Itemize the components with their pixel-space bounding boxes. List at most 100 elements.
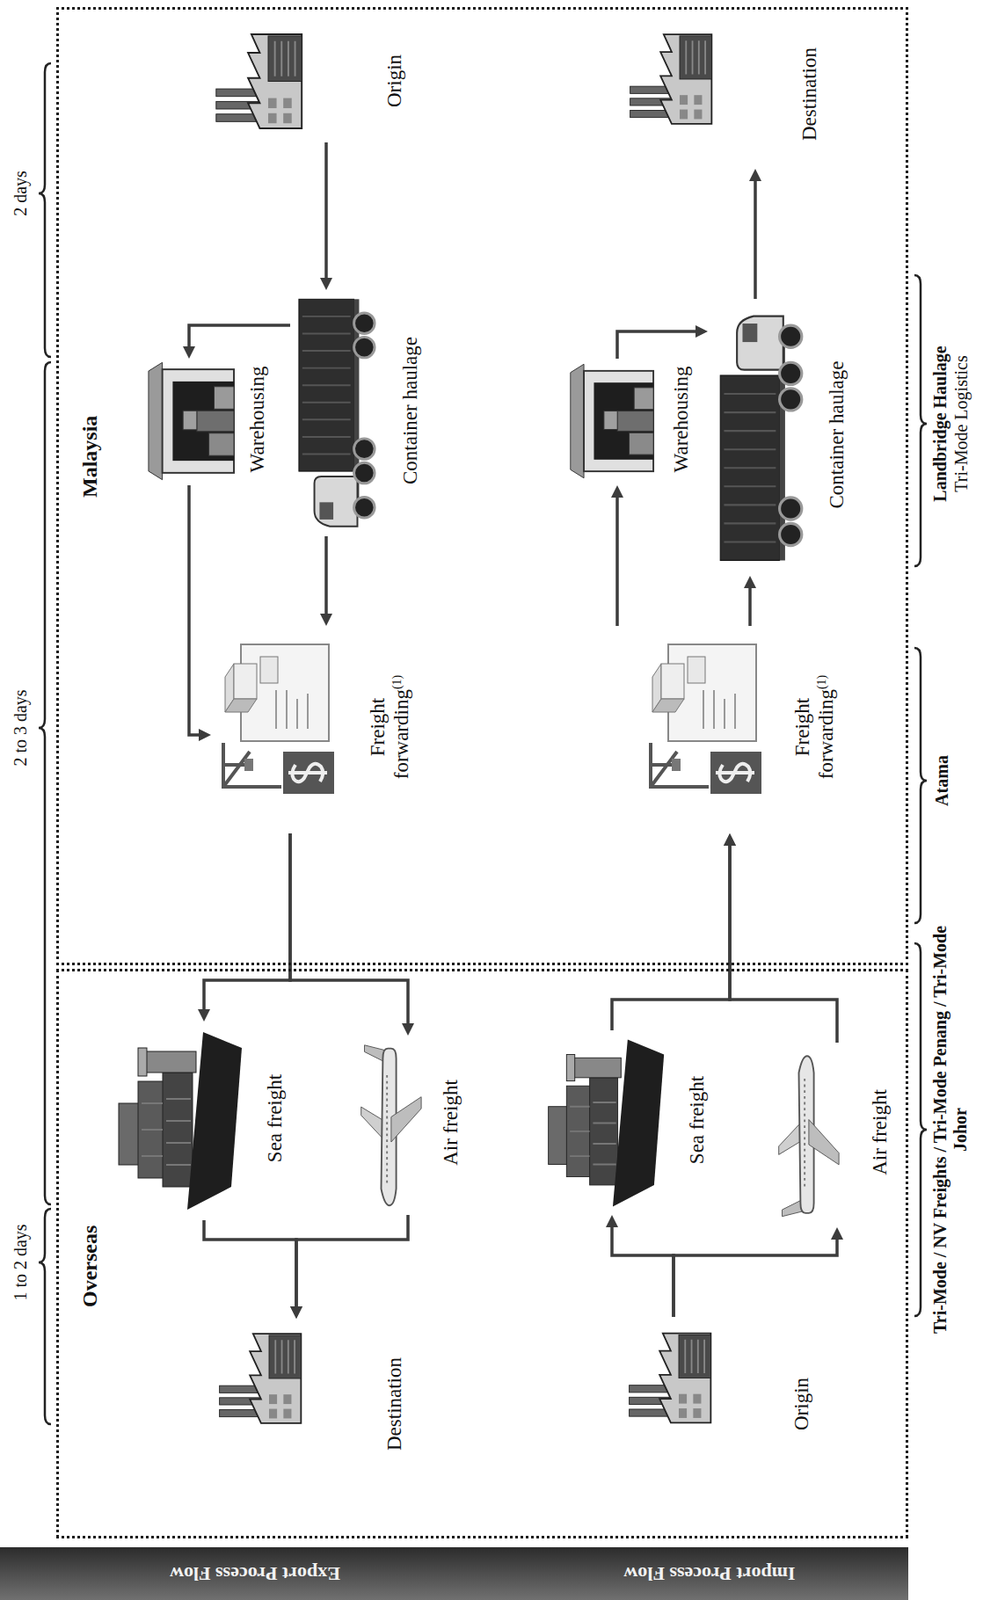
truck-icon <box>298 298 375 526</box>
step-label: Destination <box>798 47 821 141</box>
factory-icon <box>630 34 713 124</box>
arrow-head <box>695 325 708 338</box>
caption-text: Freight forwarding(1) <box>790 656 839 798</box>
caption: Freight forwarding(1) <box>790 623 839 831</box>
caption-text: Container haulage <box>824 361 850 510</box>
arrow-head <box>320 613 333 627</box>
arrow-line <box>203 833 291 1012</box>
process-step: Destination <box>213 1316 409 1493</box>
caption: Warehousing <box>669 356 694 483</box>
arrow-head <box>290 1306 303 1319</box>
region-title: Malaysia <box>78 415 102 498</box>
arrow-head <box>401 1023 415 1036</box>
arrow-line <box>189 325 291 349</box>
arrow-head <box>743 575 757 589</box>
ship-icon <box>548 1040 665 1208</box>
process-step: Origin <box>210 21 409 140</box>
caption-text: Container haulage <box>398 336 423 485</box>
plane-icon <box>361 1045 422 1206</box>
arrow-line <box>324 142 328 280</box>
arrow-line <box>611 1225 674 1318</box>
flow-title: Import Process Flow <box>623 1562 795 1586</box>
caption-text: Freight forwarding(1) <box>365 656 415 798</box>
step-label: Destination <box>383 1357 406 1451</box>
brace <box>38 63 927 1425</box>
region-box: MalaysiaFreight forwarding(1) Warehousing… <box>56 7 909 966</box>
flow-arrow <box>743 575 757 627</box>
caption: Destination <box>797 21 823 167</box>
caption-text: Origin <box>382 54 408 108</box>
caption-text: Air freight <box>867 1089 893 1176</box>
caption-text: Origin <box>789 1377 815 1431</box>
step-label: Air freight <box>868 1089 891 1176</box>
arrow-head <box>198 728 212 742</box>
arrow-line <box>748 586 752 627</box>
factory-icon <box>216 34 302 129</box>
step-label: Freight forwarding <box>791 689 838 780</box>
freight-icon <box>650 644 762 794</box>
flow-arrow <box>189 485 212 742</box>
caption-text: Destination <box>382 1357 408 1451</box>
arrow-head <box>611 485 624 498</box>
caption: Destination <box>382 1316 408 1493</box>
flow-arrow <box>611 485 624 627</box>
process-step: Destination <box>625 21 824 167</box>
flow-arrow <box>611 833 736 1031</box>
caption-text: Air freight <box>438 1079 464 1166</box>
arrow-line <box>617 331 698 359</box>
arrow-line <box>673 1238 838 1318</box>
flow-arrow <box>203 1220 303 1319</box>
process-step: Warehousing <box>565 356 696 483</box>
caption-text: Sea freight <box>262 1074 288 1163</box>
process-step: Sea freight <box>528 1027 712 1213</box>
arrow-head <box>605 1215 619 1228</box>
flow-arrow <box>749 168 762 299</box>
truck-icon <box>720 316 802 561</box>
annotation-label: 2 to 3 days <box>10 689 31 766</box>
caption-text: Warehousing <box>245 366 270 474</box>
process-step: Container haulage <box>292 287 425 534</box>
flow-arrow <box>320 142 333 291</box>
arrow-line <box>753 179 758 299</box>
factory-icon <box>629 1333 712 1424</box>
caption: Container haulage <box>824 296 850 574</box>
step-label: Air freight <box>439 1079 462 1166</box>
arrow-line <box>729 844 838 1043</box>
step-label: Origin <box>383 54 406 108</box>
caption-text: Destination <box>797 47 823 141</box>
caption: Air freight <box>867 1040 893 1225</box>
process-step: Air freight <box>771 1040 895 1225</box>
caption: Sea freight <box>684 1027 710 1213</box>
caption: Container haulage <box>398 287 423 534</box>
arrow-line <box>611 844 730 1031</box>
region-box: OverseasDestinationSea freightAir freigh… <box>56 968 909 1539</box>
flow-arrow <box>290 833 415 1036</box>
caption: Sea freight <box>262 1019 288 1218</box>
factory-icon <box>219 1333 302 1424</box>
caption: Warehousing <box>245 356 270 483</box>
warehouse-icon <box>148 362 234 480</box>
freight-icon <box>223 644 335 794</box>
caption: Origin <box>382 21 408 140</box>
step-label: Container haulage <box>399 336 422 485</box>
process-step: Warehousing <box>143 356 272 483</box>
step-label: Freight forwarding <box>366 689 414 780</box>
arrow-line <box>203 1220 297 1309</box>
process-step: Container haulage <box>710 296 852 574</box>
arrow-line <box>324 536 328 616</box>
warehouse-icon <box>570 364 654 479</box>
step-label: Origin <box>790 1377 813 1431</box>
annotation-label: 1 to 2 days <box>10 1223 31 1301</box>
caption: Origin <box>789 1314 815 1494</box>
arrow-line <box>290 833 408 1026</box>
flow-title: Export Process Flow <box>169 1562 341 1586</box>
flow-arrow <box>290 1215 408 1319</box>
flow-arrow <box>605 1215 674 1318</box>
arrow-line <box>615 495 620 627</box>
process-step: Freight forwarding(1) <box>213 623 416 831</box>
arrow-head <box>723 833 736 846</box>
